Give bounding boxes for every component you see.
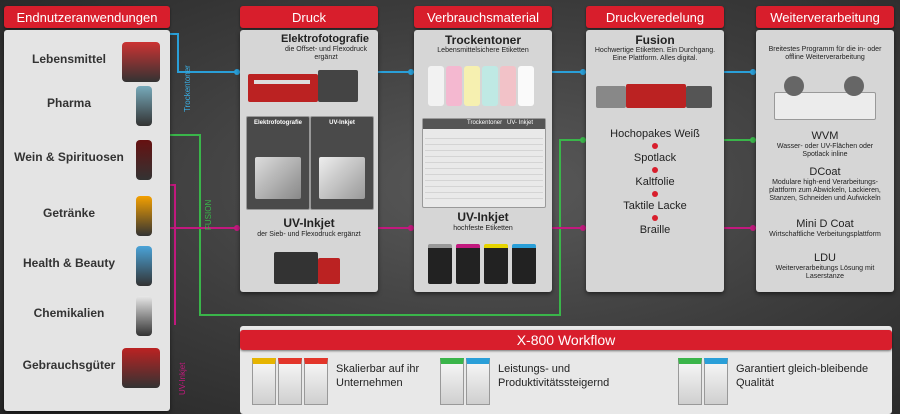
toner-bottles-image	[428, 62, 538, 108]
uv-press-image	[274, 248, 344, 286]
flow-dot	[750, 137, 756, 143]
chemical-bottle-icon	[136, 296, 152, 336]
veredelung-item: Spotlack	[633, 152, 677, 164]
workflow-box-6	[678, 358, 702, 405]
flow-dot	[234, 225, 240, 231]
verbrauch-uv-title: UV-Inkjet	[457, 210, 509, 224]
header-verbrauch: Verbrauchsmaterial	[414, 6, 552, 28]
fusion-flow-line	[158, 134, 586, 316]
weiter-panel	[756, 30, 894, 292]
flow-dot	[750, 225, 756, 231]
druck-card-elektro-title: Elektrofotografie	[253, 120, 302, 126]
workflow-benefit-2: Leistungs- und Produktivitätssteigernd	[498, 363, 610, 389]
workflow-benefit-3: Garantiert gleich-bleibende Qualität	[736, 363, 869, 389]
weiter-item-desc: Modulare high-end Verarbeitungs-plattfor…	[769, 179, 881, 202]
ink-canisters-image	[428, 240, 538, 284]
table-col-toner: Trockentoner	[467, 120, 503, 126]
weiter-item-title: WVM	[811, 130, 839, 142]
druck-elektro-title: Elektrofotografie	[280, 33, 369, 45]
druck-card-uv: UV-Inkjet	[310, 116, 374, 210]
druck-card-uv-title: UV-Inkjet	[329, 120, 355, 126]
druck-uv-sub: der Sieb- und Flexodruck ergänzt	[257, 231, 361, 238]
pharma-bottle-icon	[136, 86, 152, 126]
endnutzer-item-label: Lebensmittel	[31, 52, 106, 66]
druck-uv-title: UV-Inkjet	[283, 216, 335, 230]
weiter-item-desc: Wirtschaftliche Verbeitungsplattform	[769, 231, 881, 238]
endnutzer-item-label: Wein & Spirituosen	[14, 150, 124, 164]
fusion-sub: Hochwertige Etiketten. Ein Durchgang. Ei…	[594, 47, 716, 62]
weiter-item-title: Mini D Coat	[796, 218, 854, 230]
food-tray-icon	[122, 42, 160, 82]
veredelung-separator-dot	[652, 191, 658, 197]
flow-dot	[580, 137, 586, 143]
endnutzer-item-label: Gebrauchsgüter	[22, 358, 116, 372]
verbrauch-toner-title: Trockentoner	[444, 33, 522, 47]
toner-flow-line	[158, 33, 240, 73]
veredelung-separator-dot	[652, 215, 658, 221]
flow-dot	[408, 225, 414, 231]
veredelung-separator-dot	[652, 143, 658, 149]
workflow-box-7	[704, 358, 728, 405]
uv-flow-label: UV-Inkjet	[178, 362, 187, 395]
verbrauch-uv-sub: hochfeste Etiketten	[453, 225, 513, 232]
workflow-box-4	[440, 358, 464, 405]
druck-card-elektro: Elektrofotografie	[246, 116, 310, 210]
fusion-flow-label: FUSION	[204, 199, 213, 230]
workflow-box-2	[278, 358, 302, 405]
flow-dot	[234, 69, 240, 75]
endnutzer-item-label: Pharma	[46, 96, 92, 110]
header-endnutzer: Endnutzeranwendungen	[4, 6, 170, 28]
druck-elektro-sub: die Offset- und Flexodruck ergänzt	[285, 46, 367, 61]
drink-bottle-icon	[136, 196, 152, 236]
weiter-item-desc: Wasser- oder UV-Flächen oder Spotlack in…	[776, 143, 874, 158]
flow-dot	[408, 69, 414, 75]
fusion-machine-image	[596, 78, 714, 108]
table-col-uv: UV- Inkjet	[507, 120, 534, 126]
flow-dot	[750, 69, 756, 75]
toner-flow-label: Trockentoner	[183, 65, 192, 112]
comparison-table-header: Trockentoner UV- Inkjet	[423, 119, 545, 129]
veredelung-separator-dot	[652, 167, 658, 173]
finishing-machine-image	[774, 72, 876, 120]
comparison-table: Trockentoner UV- Inkjet	[422, 118, 546, 208]
veredelung-item: Taktile Lacke	[623, 200, 687, 212]
workflow-box-3	[304, 358, 328, 405]
veredelung-item: Braille	[639, 224, 671, 236]
verbrauch-toner-sub: Lebensmittelsichere Etiketten	[437, 47, 529, 54]
weiter-item-title: LDU	[813, 252, 836, 264]
veredelung-item: Kaltfolie	[635, 176, 675, 188]
weiter-item-desc: Weiterverarbeitungs Lösung mit Laserstan…	[775, 265, 875, 280]
comparison-table-rows	[425, 133, 543, 203]
weiter-item-title: DCoat	[809, 166, 841, 178]
elektro-press-image	[248, 62, 368, 104]
endnutzer-item-label: Chemikalien	[33, 306, 105, 320]
druck-card-elektro-image	[255, 157, 301, 199]
weiter-intro: Breitestes Programm für die in- oder off…	[768, 46, 882, 61]
workflow-benefit-1: Skalierbar auf ihr Unternehmen	[336, 363, 420, 389]
wine-bottle-icon	[136, 140, 152, 180]
endnutzer-item-label: Getränke	[42, 206, 96, 220]
workflow-box-1	[252, 358, 276, 405]
header-veredelung: Druckveredelung	[586, 6, 724, 28]
workflow-box-5	[466, 358, 490, 405]
veredelung-item: Hochopakes Weiß	[610, 128, 700, 140]
fusion-title: Fusion	[635, 33, 675, 47]
flow-dot	[580, 225, 586, 231]
header-druck: Druck	[240, 6, 378, 28]
beauty-bottle-icon	[136, 246, 152, 286]
battery-icon	[122, 348, 160, 388]
header-weiter: Weiterverarbeitung	[756, 6, 894, 28]
workflow-title: X-800 Workflow	[240, 330, 892, 350]
veredelung-panel	[586, 30, 724, 292]
endnutzer-item-label: Health & Beauty	[22, 256, 116, 270]
flow-dot	[580, 69, 586, 75]
druck-card-uv-image	[319, 157, 365, 199]
